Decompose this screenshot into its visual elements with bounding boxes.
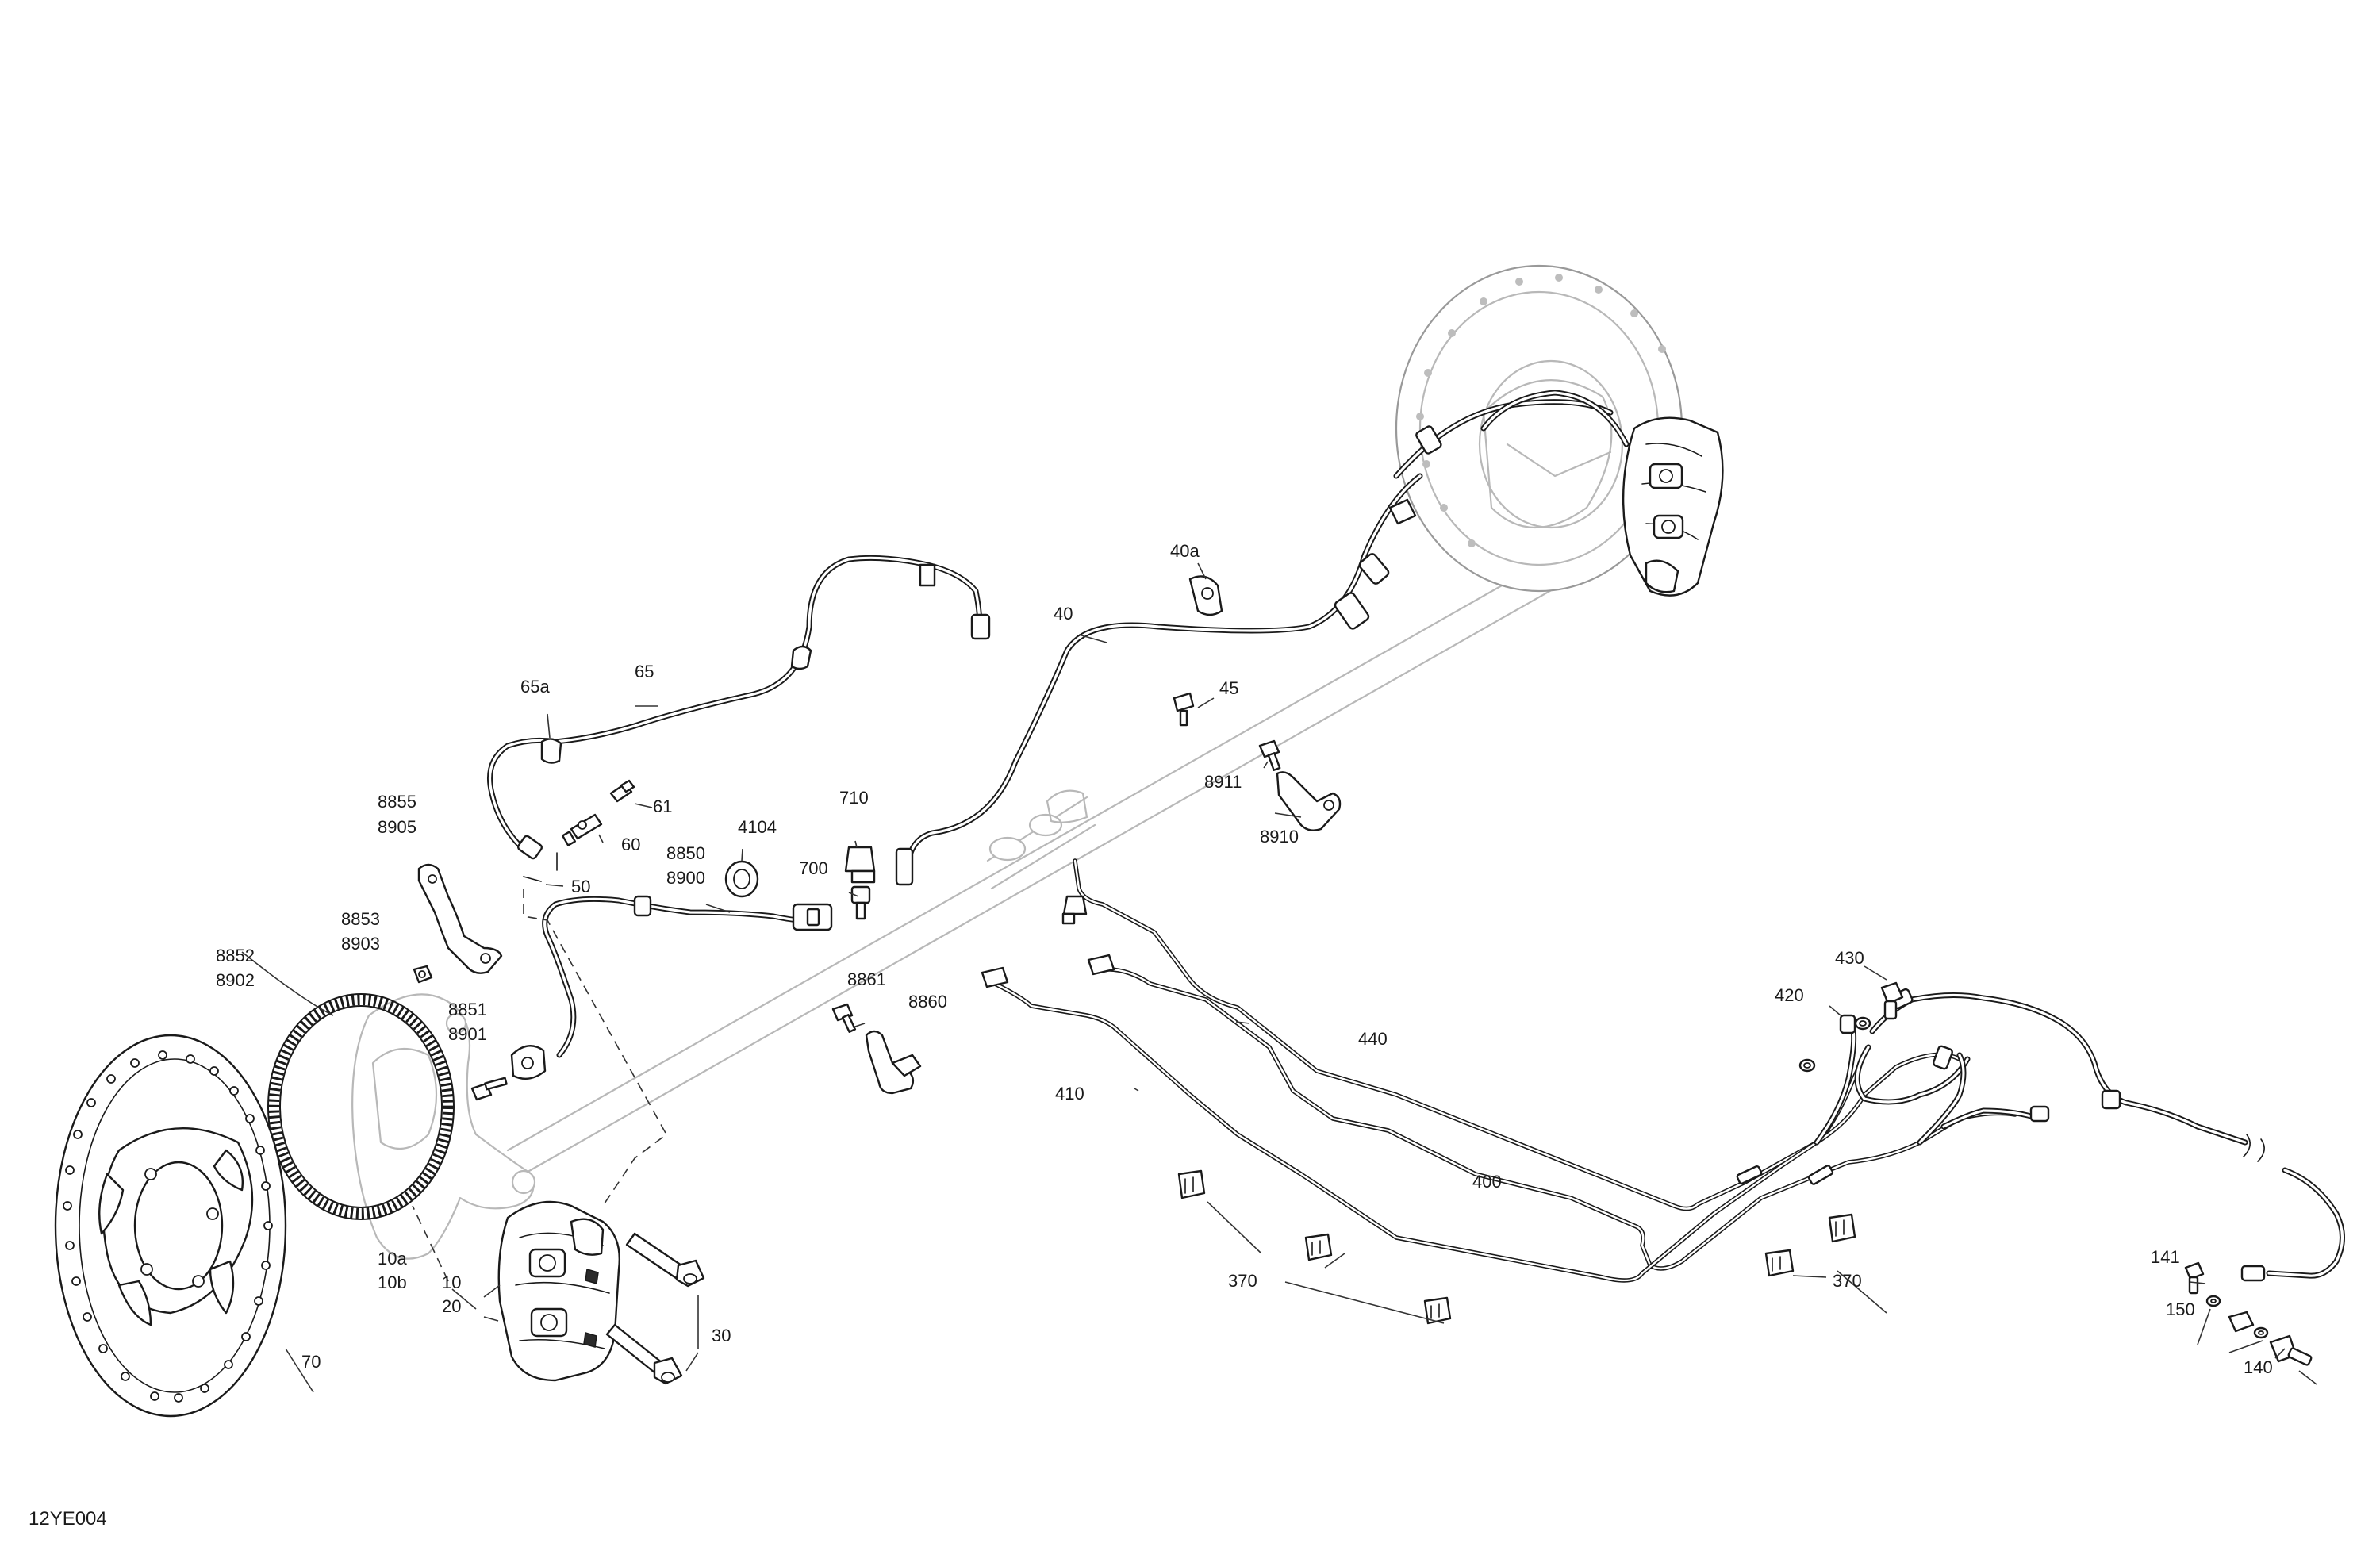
callout-150: 150 [2166, 1299, 2195, 1319]
callout-10: 10 [442, 1272, 461, 1292]
callout-60: 60 [621, 835, 640, 854]
assembly-dashed-outline [523, 889, 668, 1207]
clip-50[interactable] [523, 852, 558, 882]
callout-65: 65 [635, 662, 654, 681]
bleeder-screw-60[interactable] [561, 813, 603, 846]
callout-10b: 10b [378, 1272, 407, 1292]
fitting-700[interactable] [850, 885, 871, 920]
callout-40a: 40a [1170, 541, 1200, 561]
union-710[interactable] [844, 846, 876, 884]
hose-fitting-140[interactable] [2228, 1311, 2313, 1366]
callout-410: 410 [1055, 1084, 1084, 1104]
grommet-4104[interactable] [724, 860, 759, 898]
callout-30: 30 [712, 1326, 731, 1345]
screw-8911[interactable] [1258, 739, 1281, 771]
screw-8861[interactable] [831, 1003, 857, 1033]
abs-sensor-cable-8850[interactable] [542, 895, 833, 1058]
callout-8853: 8853 [341, 909, 380, 929]
brake-line-410[interactable] [981, 966, 1962, 1283]
callout-8910: 8910 [1260, 827, 1299, 846]
callout-400: 400 [1472, 1172, 1502, 1192]
clip-40a[interactable] [1188, 575, 1223, 616]
callout-140: 140 [2244, 1357, 2273, 1377]
callout-8901: 8901 [448, 1024, 487, 1044]
bleeder-cap-61[interactable] [609, 779, 635, 803]
clip-65a[interactable] [540, 738, 562, 764]
callout-8851: 8851 [448, 1000, 487, 1019]
callout-61: 61 [653, 796, 672, 816]
callout-4104: 4104 [738, 817, 777, 837]
line-clip-370-c[interactable] [1423, 1296, 1452, 1325]
banjo-bolt-430[interactable] [1880, 981, 1904, 1020]
callout-8900: 8900 [666, 868, 705, 888]
callout-8861: 8861 [847, 969, 886, 989]
callout-8850: 8850 [666, 843, 705, 863]
callout-700: 700 [799, 858, 828, 878]
knuckle-ghost [351, 993, 536, 1260]
callout-70: 70 [301, 1352, 321, 1372]
far-side-hose [1393, 390, 1630, 479]
washer-420[interactable] [1798, 1016, 1871, 1073]
callout-50: 50 [571, 877, 590, 896]
callout-420: 420 [1775, 985, 1804, 1005]
caliper-bolt-30-lower[interactable] [605, 1323, 683, 1385]
bracket-8855[interactable] [417, 863, 503, 974]
callout-10a: 10a [378, 1249, 407, 1269]
callout-labels: 40a 40 45 65a 65 61 60 50 8855 8905 4104… [216, 541, 2273, 1377]
long-brake-hose[interactable] [1869, 988, 2345, 1282]
caliper-bolt-30-upper[interactable] [625, 1232, 705, 1288]
callout-141: 141 [2151, 1247, 2180, 1267]
callout-440: 440 [1358, 1029, 1388, 1049]
callout-8911: 8911 [1204, 772, 1242, 792]
callout-370-b: 370 [1833, 1271, 1862, 1291]
callout-20: 20 [442, 1296, 461, 1316]
bracket-8860[interactable] [865, 1030, 922, 1095]
callout-8860: 8860 [908, 992, 947, 1011]
callout-8855: 8855 [378, 792, 416, 812]
banjo-bolt-141[interactable] [2184, 1261, 2205, 1295]
bolt-8851[interactable] [470, 1077, 508, 1101]
bracket-8910[interactable] [1276, 771, 1342, 831]
callout-65a: 65a [520, 677, 550, 697]
washers-150[interactable] [2205, 1295, 2269, 1339]
abs-sensor-wire-40[interactable] [895, 473, 1423, 886]
callout-710: 710 [839, 788, 869, 808]
callout-370-a: 370 [1228, 1271, 1257, 1291]
callout-40: 40 [1054, 604, 1073, 624]
brake-disc-70[interactable] [54, 1034, 287, 1418]
callout-8902: 8902 [216, 970, 255, 990]
diagram-reference-code: 12YE004 [29, 1508, 107, 1530]
callout-8905: 8905 [378, 817, 416, 837]
brake-line-440[interactable] [1061, 858, 1871, 1211]
line-clip-370-b[interactable] [1304, 1233, 1333, 1261]
line-clip-370-a[interactable] [1177, 1169, 1206, 1199]
callout-8852: 8852 [216, 946, 255, 965]
line-clip-370-e[interactable] [1764, 1249, 1795, 1277]
callout-45: 45 [1219, 678, 1238, 698]
brake-hose-65[interactable] [487, 555, 991, 860]
assembly-dashed-link [412, 1205, 449, 1282]
far-side-disc-assembly [1395, 264, 1724, 597]
screw-45[interactable] [1173, 692, 1195, 727]
leader-lines [241, 562, 2317, 1393]
callout-430: 430 [1835, 948, 1864, 968]
caliper-20[interactable] [497, 1200, 620, 1382]
abs-sensor-mount[interactable] [510, 1045, 547, 1080]
nut-8853[interactable] [413, 965, 433, 984]
right-hose-assembly[interactable] [1736, 1014, 2050, 1185]
abs-tone-ring-8852[interactable] [267, 993, 455, 1220]
line-clip-370-d[interactable] [1828, 1213, 1856, 1243]
axle-tube-ghost [506, 554, 1572, 1176]
callout-8903: 8903 [341, 934, 380, 954]
